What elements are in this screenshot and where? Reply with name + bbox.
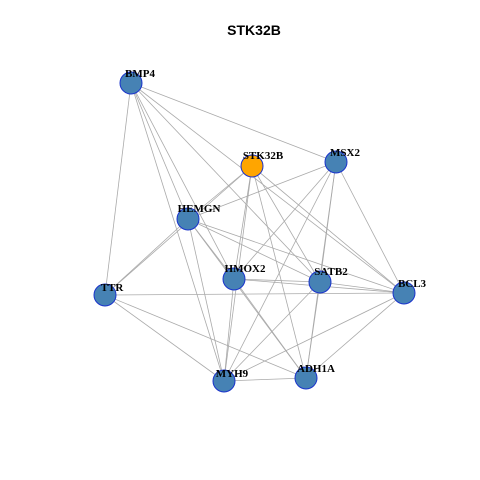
node-label-msx2: MSX2 <box>330 147 360 159</box>
edge-bmp4-myh9 <box>130 82 225 382</box>
edge-bmp4-msx2 <box>130 82 337 163</box>
node-circle-bcl3 <box>392 281 416 305</box>
edge-ttr-myh9 <box>104 294 225 382</box>
node-circle-stk32b <box>240 154 264 178</box>
edge-hmox2-adh1a <box>233 278 307 379</box>
edge-satb2-bcl3 <box>319 281 405 294</box>
node-bcl3: BCL3 <box>392 278 427 305</box>
edge-bcl3-myh9 <box>223 292 405 382</box>
node-circle-adh1a <box>294 366 318 390</box>
edge-stk32b-ttr <box>104 165 253 296</box>
edge-stk32b-adh1a <box>251 165 307 379</box>
edge-hmox2-myh9 <box>223 278 235 382</box>
node-hemgn: HEMGN <box>176 203 221 231</box>
edge-myh9-adh1a <box>223 377 307 382</box>
node-label-bcl3: BCL3 <box>398 278 427 290</box>
node-label-hemgn: HEMGN <box>178 203 221 215</box>
node-label-hmox2: HMOX2 <box>225 263 266 275</box>
node-circle-hemgn <box>176 207 200 231</box>
edge-hemgn-satb2 <box>187 218 321 283</box>
node-circle-msx2 <box>324 150 348 174</box>
node-label-satb2: SATB2 <box>314 266 348 278</box>
edge-bcl3-adh1a <box>305 292 405 379</box>
edge-hmox2-satb2 <box>233 278 321 283</box>
node-circle-ttr <box>93 283 117 307</box>
node-adh1a: ADH1A <box>294 363 335 390</box>
edge-msx2-myh9 <box>223 161 337 382</box>
node-label-ttr: TTR <box>101 282 125 294</box>
edge-satb2-myh9 <box>223 281 321 382</box>
node-label-stk32b: STK32B <box>243 150 284 162</box>
node-satb2: SATB2 <box>308 266 348 294</box>
edge-stk32b-bcl3 <box>251 165 405 294</box>
edge-satb2-adh1a <box>305 281 321 379</box>
edge-hemgn-myh9 <box>187 218 225 382</box>
node-label-bmp4: BMP4 <box>125 68 155 80</box>
edge-msx2-bcl3 <box>335 161 405 294</box>
node-myh9: MYH9 <box>212 368 249 393</box>
edge-bmp4-hmox2 <box>130 82 235 280</box>
edge-ttr-adh1a <box>104 294 307 379</box>
node-circle-hmox2 <box>222 267 246 291</box>
diagram-title: STK32B <box>227 22 281 38</box>
edge-msx2-hemgn <box>187 161 337 220</box>
node-ttr: TTR <box>93 282 125 307</box>
node-hmox2: HMOX2 <box>222 263 266 291</box>
node-stk32b: STK32B <box>240 150 284 178</box>
edge-ttr-bcl3 <box>104 292 405 296</box>
edge-bmp4-hemgn <box>130 82 189 220</box>
edge-hemgn-ttr <box>104 218 189 296</box>
edge-layer <box>104 82 405 382</box>
edge-hemgn-bcl3 <box>187 218 405 294</box>
node-msx2: MSX2 <box>324 147 360 174</box>
node-label-adh1a: ADH1A <box>297 363 335 375</box>
edge-bmp4-ttr <box>104 82 132 296</box>
node-circle-satb2 <box>308 270 332 294</box>
node-circle-bmp4 <box>119 71 143 95</box>
node-bmp4: BMP4 <box>119 68 155 95</box>
edge-stk32b-hmox2 <box>233 165 253 280</box>
edge-stk32b-satb2 <box>251 165 321 283</box>
edge-bmp4-satb2 <box>130 82 321 283</box>
edge-msx2-hmox2 <box>233 161 337 280</box>
node-circle-myh9 <box>212 369 236 393</box>
node-label-myh9: MYH9 <box>216 368 249 380</box>
